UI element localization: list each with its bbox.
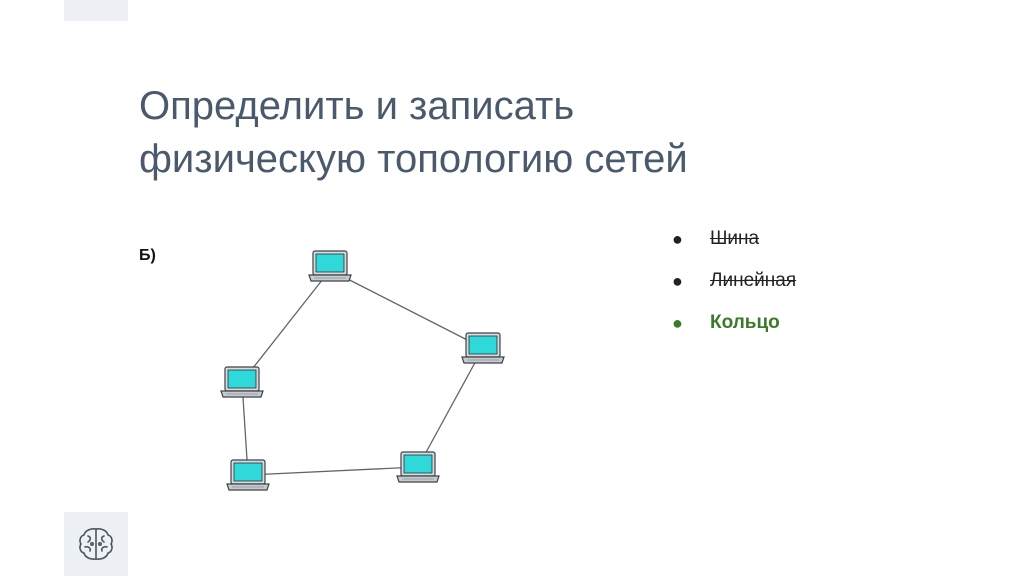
- link-top-right: [329, 269, 484, 349]
- logo-panel: [64, 512, 128, 576]
- laptop-icon: [220, 366, 264, 398]
- bullet-icon: ●: [672, 271, 683, 291]
- task-label: Б): [139, 247, 156, 264]
- link-bottom-right-bottom-left: [247, 466, 419, 476]
- title-line-2: физическую топологию сетей: [139, 137, 688, 181]
- bullet-icon: ●: [672, 229, 683, 249]
- brain-icon: [79, 528, 113, 560]
- option-text: Линейная: [710, 270, 797, 291]
- topology-options: ● Шина ● Линейная ● Кольцо: [672, 226, 796, 352]
- title-line-1: Определить и записать: [139, 84, 575, 128]
- option-ring: ● Кольцо: [672, 310, 796, 352]
- slide-title: Определить и записать физическую тополог…: [139, 80, 899, 186]
- top-tab-decoration: [64, 0, 128, 21]
- laptop-icon: [308, 250, 352, 282]
- option-text: Кольцо: [710, 312, 780, 333]
- link-left-top: [241, 269, 331, 383]
- ring-links: [241, 269, 484, 476]
- laptop-icon: [461, 332, 505, 364]
- bullet-icon: ●: [672, 313, 683, 333]
- laptop-icon: [396, 451, 440, 483]
- link-right-bottom-right: [417, 347, 484, 468]
- option-bus: ● Шина: [672, 226, 796, 268]
- laptop-icon: [226, 459, 270, 491]
- option-text: Шина: [710, 228, 760, 249]
- option-linear: ● Линейная: [672, 268, 796, 310]
